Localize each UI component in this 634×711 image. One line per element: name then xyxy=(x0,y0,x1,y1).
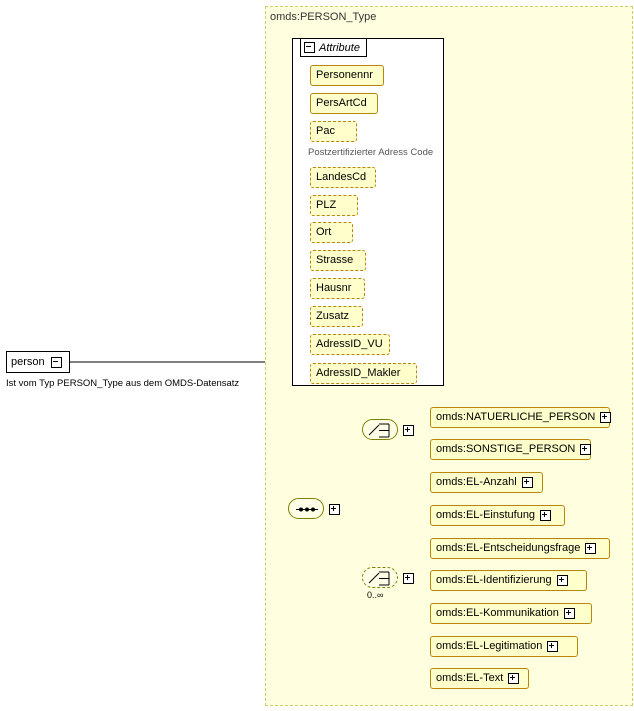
choice2-expand-icon[interactable] xyxy=(403,573,414,584)
attribute-group-label: Attribute xyxy=(319,41,360,54)
attribute-label: Hausnr xyxy=(316,282,352,294)
element-node[interactable]: omds:NATUERLICHE_PERSON xyxy=(430,407,612,428)
element-expand-icon[interactable] xyxy=(540,510,552,521)
root-element-node[interactable]: person xyxy=(6,351,70,373)
root-element-label: person xyxy=(11,356,45,368)
attribute-label: LandesCd xyxy=(316,171,367,183)
choice-compositor-1[interactable] xyxy=(362,419,398,440)
element-label: omds:EL-Anzahl xyxy=(436,476,517,488)
attribute-node[interactable]: Personennr xyxy=(310,65,384,86)
attribute-label: Personennr xyxy=(316,69,373,81)
element-node[interactable]: omds:EL-Anzahl xyxy=(430,472,543,493)
attribute-annotation: Postzertifizierter Adress Code xyxy=(308,147,434,158)
root-element-caption: Ist vom Typ PERSON_Type aus dem OMDS-Dat… xyxy=(6,378,240,389)
attribute-label: Zusatz xyxy=(316,310,350,322)
element-expand-icon[interactable] xyxy=(585,543,597,554)
attribute-node[interactable]: Ort xyxy=(310,222,353,243)
element-node[interactable]: omds:SONSTIGE_PERSON xyxy=(430,439,592,460)
attribute-node[interactable]: LandesCd xyxy=(310,167,376,188)
element-node[interactable]: omds:EL-Legitimation xyxy=(430,636,578,657)
attribute-node[interactable]: AdressID_Makler xyxy=(310,363,417,384)
element-node[interactable]: omds:EL-Identifizierung xyxy=(430,570,587,591)
element-node[interactable]: omds:EL-Text xyxy=(430,668,529,689)
element-node[interactable]: omds:EL-Entscheidungsfrage xyxy=(430,538,610,559)
element-expand-icon[interactable] xyxy=(580,444,592,455)
element-expand-icon[interactable] xyxy=(600,412,612,423)
element-expand-icon[interactable] xyxy=(556,575,568,586)
attribute-label: Ort xyxy=(316,226,332,238)
element-expand-icon[interactable] xyxy=(547,641,559,652)
element-label: omds:EL-Entscheidungsfrage xyxy=(436,542,581,554)
element-label: omds:NATUERLICHE_PERSON xyxy=(436,411,596,423)
attribute-label: PLZ xyxy=(316,199,337,211)
element-expand-icon[interactable] xyxy=(563,608,575,619)
attribute-label: AdressID_Makler xyxy=(316,367,401,379)
attribute-node[interactable]: Pac xyxy=(310,121,357,142)
element-node[interactable]: omds:EL-Einstufung xyxy=(430,505,565,526)
element-node[interactable]: omds:EL-Kommunikation xyxy=(430,603,592,624)
attribute-node[interactable]: PLZ xyxy=(310,195,358,216)
choice-compositor-2[interactable] xyxy=(362,567,398,588)
element-label: omds:EL-Legitimation xyxy=(436,640,543,652)
attribute-node[interactable]: Strasse xyxy=(310,250,366,271)
expand-icon[interactable] xyxy=(50,356,62,368)
attribute-node[interactable]: AdressID_VU xyxy=(310,334,390,355)
type-label: omds:PERSON_Type xyxy=(270,11,377,23)
attribute-node[interactable]: PersArtCd xyxy=(310,93,378,114)
element-label: omds:EL-Einstufung xyxy=(436,509,536,521)
element-label: omds:SONSTIGE_PERSON xyxy=(436,443,576,455)
element-label: omds:EL-Text xyxy=(436,672,504,684)
element-expand-icon[interactable] xyxy=(521,477,533,488)
attribute-label: PersArtCd xyxy=(316,97,367,109)
choice1-expand-icon[interactable] xyxy=(403,425,414,436)
collapse-icon[interactable] xyxy=(304,42,315,53)
element-expand-icon[interactable] xyxy=(508,673,520,684)
choice2-occurrence-label: 0..∞ xyxy=(367,590,384,600)
attribute-label: Pac xyxy=(316,125,335,137)
element-label: omds:EL-Identifizierung xyxy=(436,574,552,586)
attribute-label: Strasse xyxy=(316,254,354,266)
sequence-compositor[interactable] xyxy=(288,498,324,519)
attribute-label: AdressID_VU xyxy=(316,338,383,350)
attribute-node[interactable]: Hausnr xyxy=(310,278,365,299)
sequence-expand-icon[interactable] xyxy=(329,504,340,515)
attribute-group-header[interactable]: Attribute xyxy=(300,38,367,57)
attribute-node[interactable]: Zusatz xyxy=(310,306,363,327)
element-label: omds:EL-Kommunikation xyxy=(436,607,559,619)
